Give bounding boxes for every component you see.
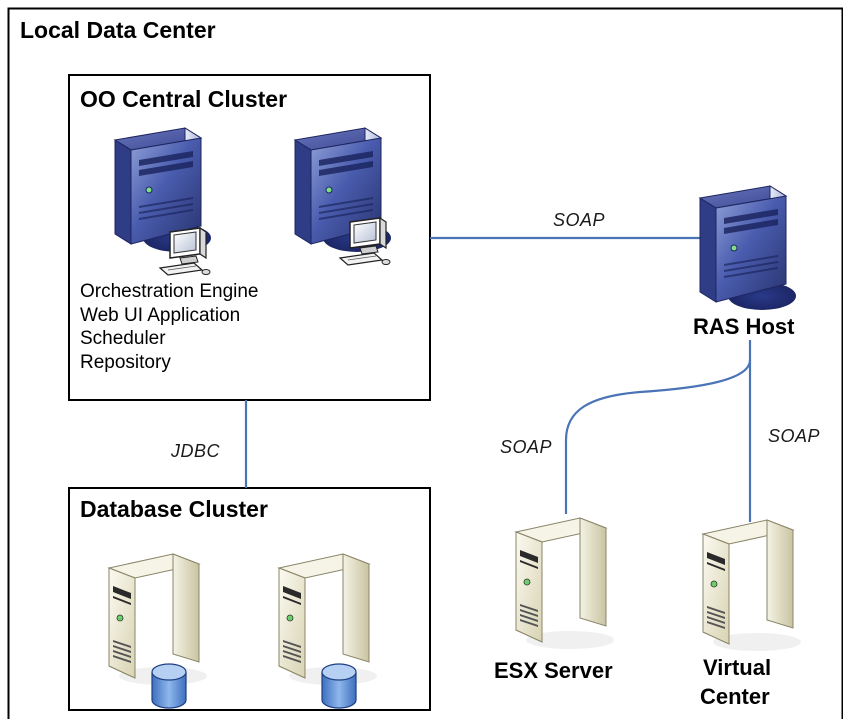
esx-server-label: ESX Server: [494, 658, 613, 683]
ras-host-label: RAS Host: [693, 314, 795, 339]
esx-server-icon: [515, 517, 615, 650]
central-cluster-title: OO Central Cluster: [80, 86, 288, 112]
role-item: Scheduler: [80, 328, 166, 349]
connectors: [244, 236, 752, 522]
virtual-center-label-line1: Virtual: [703, 655, 772, 680]
virtual-center-label-line2: Center: [700, 684, 770, 709]
soap-connector-ras-esx: [564, 340, 752, 514]
diagram-title: Local Data Center: [20, 17, 216, 43]
soap-label-ras-esx: SOAP: [500, 437, 553, 457]
role-item: Orchestration Engine: [80, 281, 259, 302]
central-cluster-roles: Orchestration Engine Web UI Application …: [80, 280, 259, 374]
role-item: Web UI Application: [80, 304, 241, 326]
role-item: Repository: [80, 351, 171, 373]
virtual-center-server-icon: [702, 519, 802, 652]
soap-label-central-ras: SOAP: [553, 210, 606, 230]
jdbc-label: JDBC: [171, 441, 221, 461]
ras-host-server-icon: [699, 185, 797, 311]
database-cluster-title: Database Cluster: [80, 496, 268, 522]
soap-label-ras-vc: SOAP: [768, 426, 821, 446]
